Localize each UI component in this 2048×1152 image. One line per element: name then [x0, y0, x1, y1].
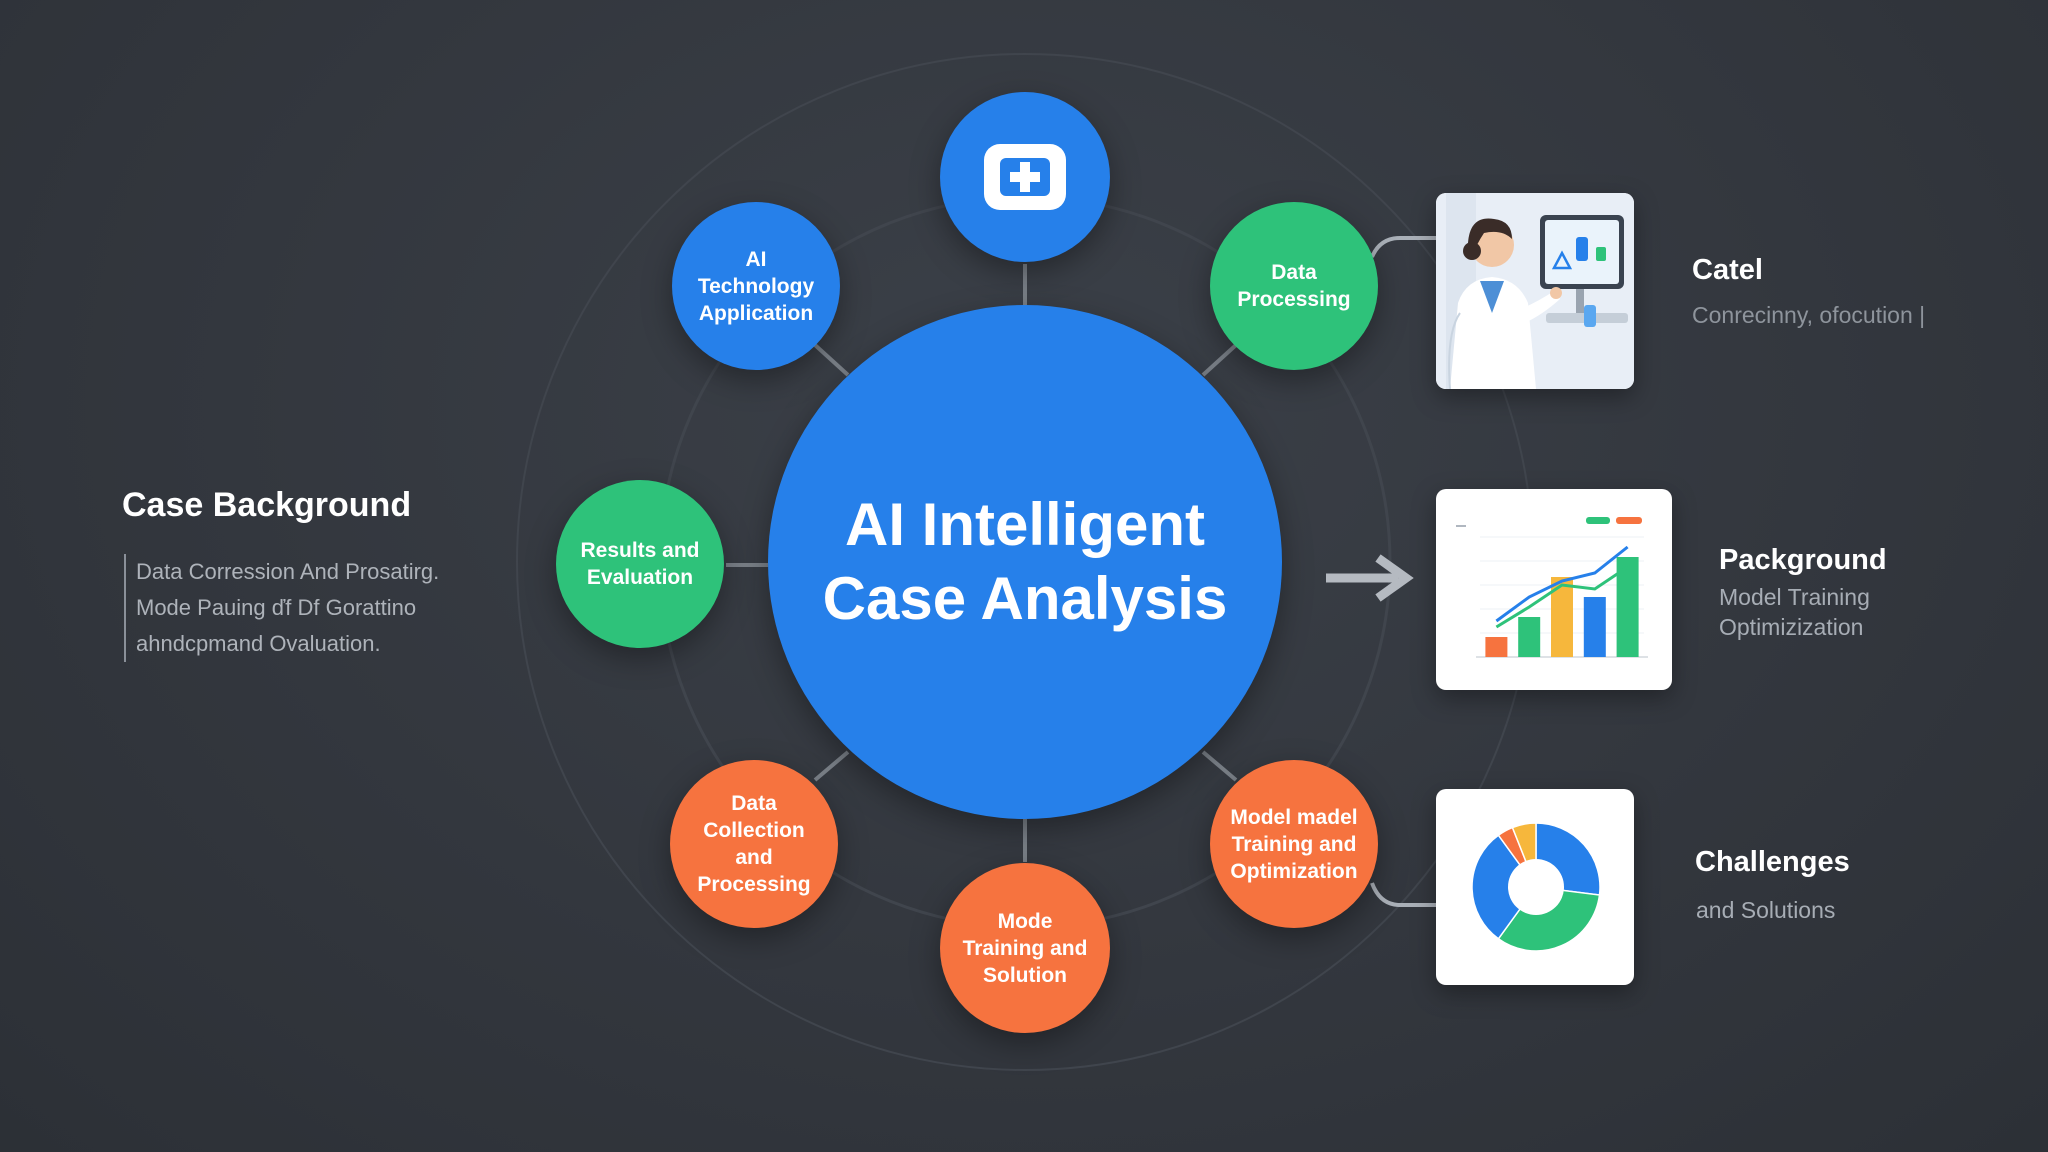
center-title-line2: Case Analysis	[822, 565, 1228, 632]
trend-line	[1495, 545, 1629, 623]
bar	[1485, 637, 1508, 657]
case-background-line: Mode Pauing ďf Df Gorattino	[136, 595, 417, 620]
bar	[1518, 617, 1541, 657]
connector-card-3	[1370, 882, 1436, 907]
donut-chart	[1471, 822, 1601, 952]
connector-collection	[813, 750, 850, 782]
doctor-illustration	[1436, 193, 1634, 389]
node-data-processing[interactable]: Data Processing	[1210, 202, 1378, 370]
legend-swatch-green	[1586, 517, 1610, 524]
node-results-evaluation[interactable]: Results and Evaluation	[556, 480, 724, 648]
case-background-title: Case Background	[122, 486, 412, 524]
center-title-line1: AI Intelligent	[845, 491, 1205, 558]
donut-slice	[1497, 886, 1601, 952]
card1-subtitle: Conrecinny, ofocution |	[1692, 302, 1926, 328]
card3-title: Challenges	[1695, 846, 1850, 878]
node-mode-training-label: Mode Training and Solution	[962, 909, 1088, 987]
node-ai-technology-label: AI Technology Application	[697, 247, 815, 325]
case-background-list: Data Corression And Prosatirg. Mode Paui…	[124, 554, 516, 662]
top-icon-node[interactable]	[940, 92, 1110, 262]
donut-chart-card[interactable]	[1436, 789, 1634, 985]
node-results-label: Results and Evaluation	[580, 539, 700, 589]
node-data-processing-label: Data Processing	[1237, 261, 1351, 311]
medical-plus-icon	[984, 144, 1066, 210]
bar-chart-card[interactable]	[1436, 489, 1672, 690]
donut-hole	[1508, 859, 1564, 915]
legend-swatch-orange	[1616, 517, 1642, 524]
legend-dash	[1456, 525, 1466, 527]
card2-subtitle-line1: Model Training	[1719, 584, 1870, 610]
connector-data	[1201, 343, 1238, 377]
node-data-collection-label: Data Collection and Processing	[697, 792, 811, 896]
case-background-line: ahndcpmand Ovaluation.	[136, 631, 381, 656]
card1-title: Catel	[1692, 254, 1763, 286]
connector-model	[1201, 750, 1238, 782]
trend-line	[1495, 565, 1629, 629]
donut-slice	[1471, 834, 1537, 940]
case-background-line: Data Corression And Prosatirg.	[136, 559, 440, 584]
bar	[1583, 597, 1606, 657]
center-node[interactable]: AI Intelligent Case Analysis	[768, 305, 1282, 819]
bar-chart	[1456, 517, 1648, 658]
bar	[1616, 557, 1639, 657]
card2-title: Packground	[1719, 544, 1887, 576]
card2-subtitle-line2: Optimizization	[1719, 614, 1864, 640]
node-data-collection[interactable]: Data Collection and Processing	[670, 760, 838, 928]
card3-subtitle: and Solutions	[1696, 897, 1836, 923]
node-ai-technology[interactable]: AI Technology Application	[672, 202, 840, 370]
node-mode-training[interactable]: Mode Training and Solution	[940, 863, 1110, 1033]
node-model-training[interactable]: Model madel Training and Optimization	[1210, 760, 1378, 928]
connector-ai	[813, 343, 850, 377]
arrow-right-icon	[1326, 554, 1414, 602]
node-model-training-label: Model madel Training and Optimization	[1230, 805, 1358, 883]
doctor-illustration-card[interactable]	[1436, 193, 1634, 389]
bar	[1551, 577, 1573, 657]
connector-card-1	[1370, 236, 1436, 258]
